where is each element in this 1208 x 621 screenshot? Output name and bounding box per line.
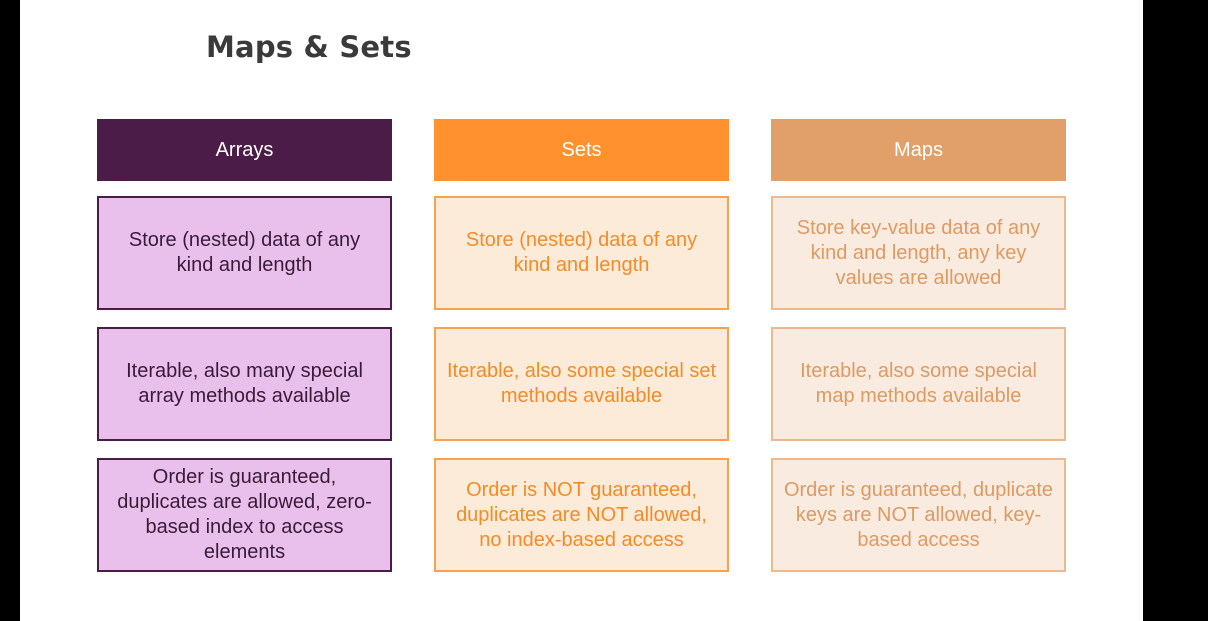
maps-storage-cell: Store key-value data of any kind and len… bbox=[771, 196, 1066, 310]
sets-order-cell: Order is NOT guaranteed, duplicates are … bbox=[434, 458, 729, 572]
cell-text: Iterable, also some special set methods … bbox=[446, 360, 717, 407]
maps-order-cell: Order is guaranteed, duplicate keys are … bbox=[771, 458, 1066, 572]
cell-text: Iterable, also some special map methods … bbox=[800, 360, 1037, 407]
slide: Maps & Sets Arrays Store (nested) data o… bbox=[20, 0, 1143, 621]
cell-text: Order is guaranteed, duplicates are allo… bbox=[117, 466, 372, 563]
cell-text: Store (nested) data of any kind and leng… bbox=[128, 229, 361, 276]
arrays-storage-cell: Store (nested) data of any kind and leng… bbox=[97, 196, 392, 310]
cell-text: Store key-value data of any kind and len… bbox=[796, 216, 1041, 289]
column-header-arrays: Arrays bbox=[97, 119, 392, 181]
column-header-sets: Sets bbox=[434, 119, 729, 181]
page-title: Maps & Sets bbox=[206, 30, 412, 64]
cell-text: Store (nested) data of any kind and leng… bbox=[465, 229, 698, 276]
column-maps: Maps Store key-value data of any kind an… bbox=[771, 119, 1066, 572]
column-header-maps: Maps bbox=[771, 119, 1066, 181]
sets-storage-cell: Store (nested) data of any kind and leng… bbox=[434, 196, 729, 310]
column-sets: Sets Store (nested) data of any kind and… bbox=[434, 119, 729, 572]
arrays-iteration-cell: Iterable, also many special array method… bbox=[97, 327, 392, 441]
sets-iteration-cell: Iterable, also some special set methods … bbox=[434, 327, 729, 441]
column-arrays: Arrays Store (nested) data of any kind a… bbox=[97, 119, 392, 572]
cell-text: Order is NOT guaranteed, duplicates are … bbox=[456, 478, 707, 551]
maps-iteration-cell: Iterable, also some special map methods … bbox=[771, 327, 1066, 441]
arrays-order-cell: Order is guaranteed, duplicates are allo… bbox=[97, 458, 392, 572]
cell-text: Order is guaranteed, duplicate keys are … bbox=[783, 478, 1054, 551]
cell-text: Iterable, also many special array method… bbox=[126, 360, 363, 407]
